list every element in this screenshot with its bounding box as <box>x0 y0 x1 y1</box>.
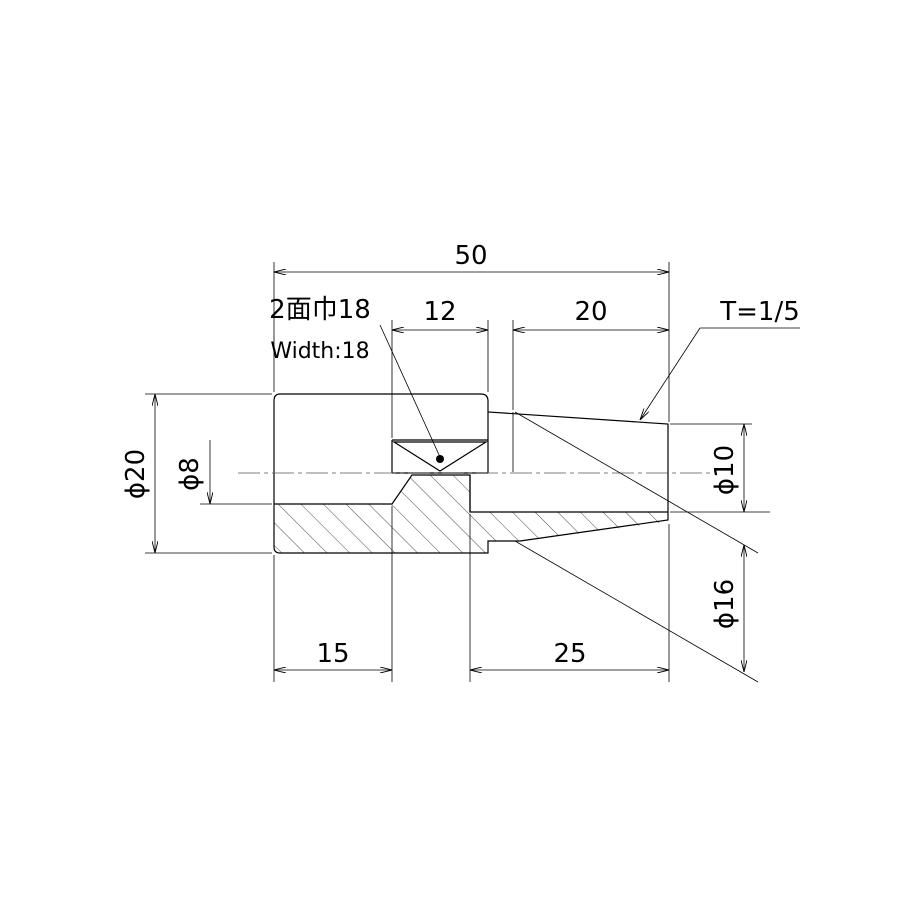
outer-diameter-label: ϕ20 <box>121 449 151 499</box>
hex-length-label: 12 <box>423 297 456 327</box>
nozzle-length-label: 25 <box>553 639 586 669</box>
flat-center-dot <box>436 455 444 463</box>
taper-length-label: 20 <box>574 297 607 327</box>
bore-diameter-label: ϕ8 <box>175 457 205 491</box>
part-outline <box>273 393 669 554</box>
width-across-flats-jp-label: 2面巾18 <box>269 295 371 325</box>
extension-lines <box>145 262 770 683</box>
step-diameter-label: ϕ16 <box>710 579 740 629</box>
overall-length-label: 50 <box>454 241 487 271</box>
dimension-lines <box>155 272 800 672</box>
width-across-flats-en-label: Width:18 <box>270 339 369 364</box>
hatched-section <box>274 475 668 553</box>
taper-ratio-label: T=1/5 <box>719 297 800 327</box>
head-length-label: 15 <box>316 639 349 669</box>
tip-diameter-label: ϕ10 <box>710 445 740 495</box>
